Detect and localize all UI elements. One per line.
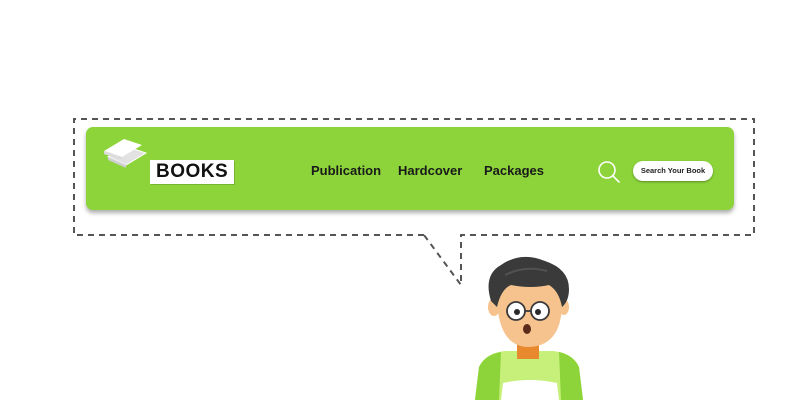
brand-name: BOOKS [150, 160, 235, 184]
person-with-glasses-icon [475, 256, 583, 400]
nav-link-packages[interactable]: Packages [484, 163, 544, 178]
nav-link-publication[interactable]: Publication [311, 163, 382, 178]
nav-link-hardcover[interactable]: Hardcover [398, 163, 463, 178]
brand-logo[interactable]: BOOKS [102, 135, 235, 185]
stacked-books-icon [104, 139, 148, 168]
navbar: BOOKS Publication Hardcover Packages Sea… [86, 127, 734, 210]
search-icon[interactable] [597, 160, 621, 184]
search-your-book-button[interactable]: Search Your Book [633, 161, 713, 181]
